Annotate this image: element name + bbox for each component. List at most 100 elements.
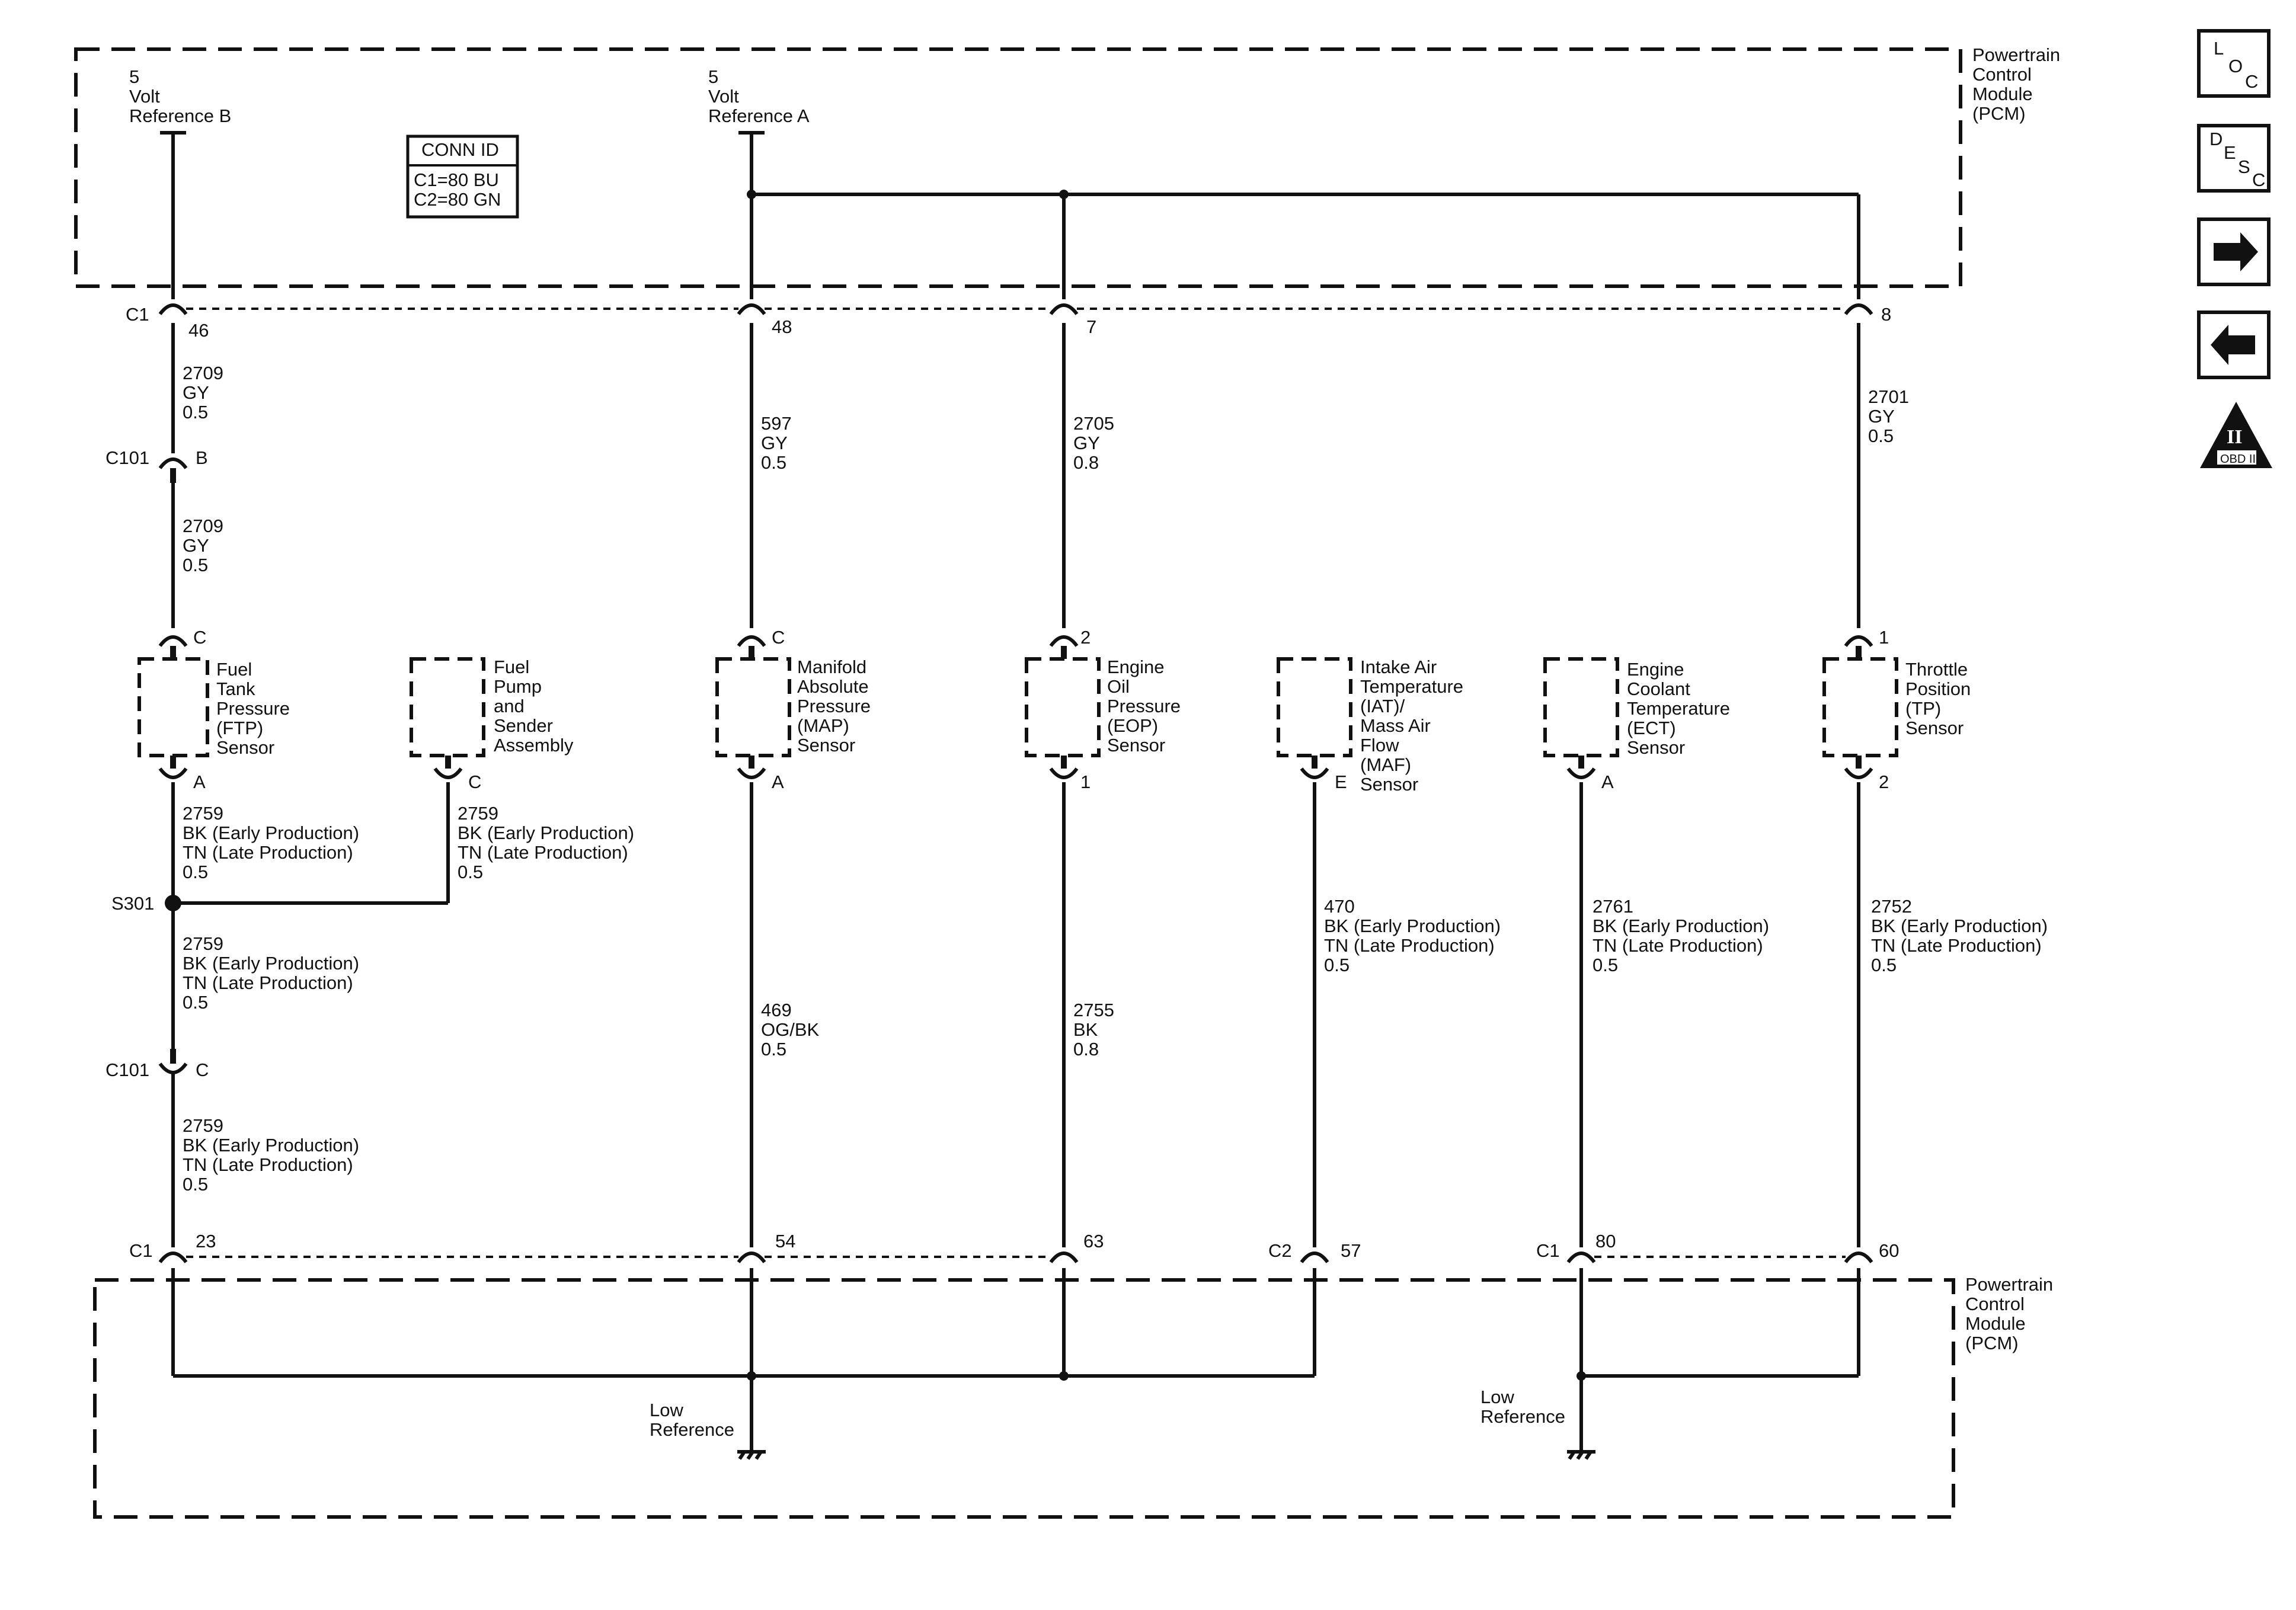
svg-text:BK (Early Production): BK (Early Production): [183, 953, 359, 974]
svg-text:Sensor: Sensor: [1627, 737, 1685, 758]
svg-text:0.5: 0.5: [761, 1039, 786, 1060]
top-connector-row: C1 46 48 7 8: [126, 303, 1891, 341]
svg-text:(FTP): (FTP): [216, 718, 263, 738]
svg-text:(MAF): (MAF): [1360, 754, 1411, 775]
svg-text:Oil: Oil: [1107, 676, 1130, 697]
svg-text:0.5: 0.5: [1324, 955, 1350, 975]
svg-text:0.5: 0.5: [183, 555, 208, 575]
tp-lower-circuit: 2752 BK (Early Production) TN (Late Prod…: [1857, 782, 2048, 1247]
svg-text:Tank: Tank: [216, 678, 255, 699]
svg-text:Powertrain: Powertrain: [1972, 44, 2060, 65]
svg-text:C: C: [2252, 169, 2265, 190]
svg-text:0.8: 0.8: [1073, 1039, 1099, 1060]
svg-text:Fuel: Fuel: [216, 659, 252, 680]
top-pin-8: 8: [1881, 304, 1891, 325]
svg-text:(PCM): (PCM): [1965, 1333, 2019, 1353]
bottom-pin-80: 80: [1595, 1231, 1616, 1251]
top-pin-7: 7: [1086, 316, 1096, 337]
pcm-bottom-label: Powertrain Control Module (PCM): [1965, 1274, 2053, 1353]
svg-text:Volt: Volt: [129, 86, 160, 107]
svg-text:(EOP): (EOP): [1107, 715, 1158, 736]
svg-text:2759: 2759: [458, 803, 498, 824]
svg-text:Reference B: Reference B: [129, 105, 231, 126]
svg-text:A: A: [193, 772, 206, 792]
ect-sensor: A Engine Coolant Temperature (ECT) Senso…: [1543, 657, 1730, 792]
svg-text:O: O: [2228, 56, 2243, 76]
next-button[interactable]: [2197, 217, 2271, 286]
loc-button[interactable]: L O C: [2197, 29, 2271, 98]
pcm-top-label: Powertrain Control Module (PCM): [1972, 44, 2060, 124]
svg-text:Absolute: Absolute: [797, 676, 869, 697]
svg-text:Pressure: Pressure: [1107, 696, 1181, 716]
svg-text:Flow: Flow: [1360, 735, 1399, 756]
svg-text:5: 5: [708, 66, 718, 87]
eop-sensor: 2 1 Engine Oil Pressure (EOP) Sensor: [1025, 627, 1181, 792]
svg-text:GY: GY: [1868, 406, 1895, 427]
svg-text:0.8: 0.8: [1073, 452, 1099, 473]
svg-text:Fuel: Fuel: [494, 657, 529, 677]
ground-symbol-right: [1567, 1450, 1595, 1460]
svg-text:Sensor: Sensor: [1905, 718, 1964, 738]
iat-lower-circuit: 470 BK (Early Production) TN (Late Produ…: [1313, 782, 1501, 1247]
conn-id-c2: C2=80 GN: [414, 189, 501, 210]
svg-text:TN (Late Production): TN (Late Production): [183, 1154, 353, 1175]
svg-text:BK (Early Production): BK (Early Production): [1871, 916, 2048, 936]
svg-text:470: 470: [1324, 896, 1355, 917]
svg-text:E: E: [2224, 142, 2236, 163]
svg-text:Temperature: Temperature: [1360, 676, 1463, 697]
svg-text:Intake Air: Intake Air: [1360, 657, 1437, 677]
svg-text:BK: BK: [1073, 1019, 1098, 1040]
svg-text:L: L: [2214, 38, 2224, 59]
svg-text:Position: Position: [1905, 678, 1971, 699]
svg-text:Control: Control: [1965, 1294, 2025, 1314]
svg-text:Low: Low: [1480, 1387, 1514, 1407]
map-upper-circuit: 597 GY 0.5: [750, 323, 792, 628]
c101-lower-pin: C: [196, 1060, 209, 1080]
obd-ii-button[interactable]: II OBD II: [2200, 402, 2272, 468]
svg-text:Volt: Volt: [708, 86, 739, 107]
ftp-lower-circuit: 2759 BK (Early Production) TN (Late Prod…: [105, 782, 450, 1247]
svg-text:Reference: Reference: [650, 1419, 734, 1440]
ftp-upper-circuit: 2709 GY 0.5 C101 B 2709 GY 0.5: [105, 323, 223, 628]
back-button[interactable]: [2197, 311, 2271, 379]
svg-text:0.5: 0.5: [1871, 955, 1897, 975]
svg-text:C: C: [468, 772, 481, 792]
c101-upper-label: C101: [105, 447, 149, 468]
svg-text:Mass Air: Mass Air: [1360, 715, 1431, 736]
desc-button[interactable]: D E S C: [2197, 124, 2271, 193]
svg-text:Pressure: Pressure: [216, 698, 290, 719]
svg-text:Sender: Sender: [494, 715, 553, 736]
ftp-sensor: C A Fuel Tank Pressure (FTP) Sensor: [137, 627, 290, 792]
pcm-bottom-wiring: [171, 1268, 1860, 1452]
svg-text:Pump: Pump: [494, 676, 542, 697]
svg-text:GY: GY: [183, 535, 209, 556]
svg-text:0.5: 0.5: [183, 402, 208, 422]
svg-text:(IAT)/: (IAT)/: [1360, 696, 1405, 716]
svg-text:and: and: [494, 696, 525, 716]
svg-text:Module: Module: [1972, 84, 2033, 104]
svg-text:GY: GY: [183, 382, 209, 403]
bottom-pin-57: 57: [1341, 1240, 1361, 1261]
svg-text:S: S: [2238, 156, 2250, 177]
fuel-pump-assembly: C Fuel Pump and Sender Assembly: [410, 657, 574, 792]
svg-text:Control: Control: [1972, 64, 2032, 85]
svg-text:Powertrain: Powertrain: [1965, 1274, 2053, 1295]
conn-id-c1: C1=80 BU: [414, 169, 499, 190]
svg-text:Sensor: Sensor: [797, 735, 855, 756]
ref-b-label: 5 Volt Reference B: [129, 66, 231, 126]
svg-text:GY: GY: [761, 433, 788, 453]
svg-text:BK (Early Production): BK (Early Production): [1593, 916, 1769, 936]
bottom-c1a-label: C1: [129, 1240, 153, 1261]
svg-text:2: 2: [1080, 627, 1091, 648]
svg-text:TN (Late Production): TN (Late Production): [458, 842, 628, 863]
svg-text:Module: Module: [1965, 1313, 2026, 1334]
svg-text:0.5: 0.5: [1868, 425, 1894, 446]
conn-id-title: CONN ID: [421, 139, 499, 160]
ref-a-label: 5 Volt Reference A: [708, 66, 810, 126]
svg-text:2759: 2759: [183, 1115, 223, 1136]
svg-text:Low: Low: [650, 1400, 683, 1420]
svg-text:E: E: [1335, 772, 1347, 792]
tp-upper-circuit: 2701 GY 0.5: [1857, 323, 1909, 628]
svg-text:TN (Late Production): TN (Late Production): [1593, 935, 1763, 956]
